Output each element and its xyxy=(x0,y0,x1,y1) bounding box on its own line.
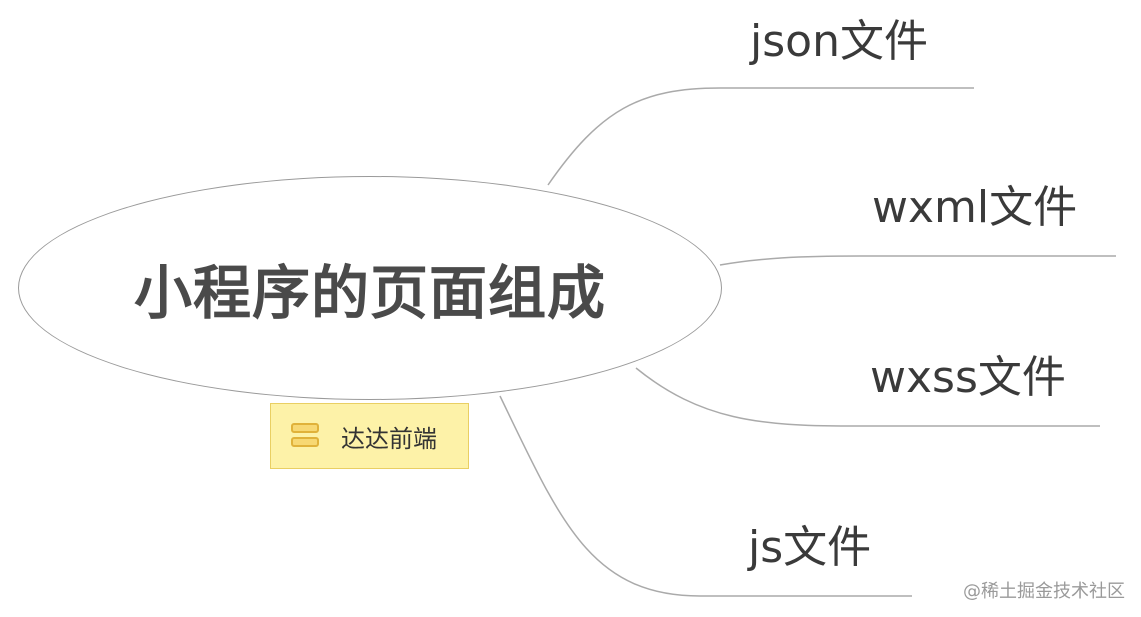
branch-json[interactable]: json文件 xyxy=(750,16,928,67)
branch-js[interactable]: js文件 xyxy=(748,522,872,573)
connector-json xyxy=(547,87,974,186)
branch-wxml[interactable]: wxml文件 xyxy=(872,182,1078,233)
root-node-label: 小程序的页面组成 xyxy=(133,259,606,327)
connector-wxml xyxy=(719,255,1116,266)
note-box[interactable]: 达达前端 xyxy=(270,403,469,469)
connector-wxss xyxy=(635,367,1100,427)
watermark: @稀土掘金技术社区 xyxy=(963,581,1125,602)
branch-wxss[interactable]: wxss文件 xyxy=(870,352,1066,403)
connector-js xyxy=(499,395,912,597)
note-icon xyxy=(291,422,321,450)
note-label: 达达前端 xyxy=(341,424,437,453)
root-node[interactable] xyxy=(18,176,722,400)
